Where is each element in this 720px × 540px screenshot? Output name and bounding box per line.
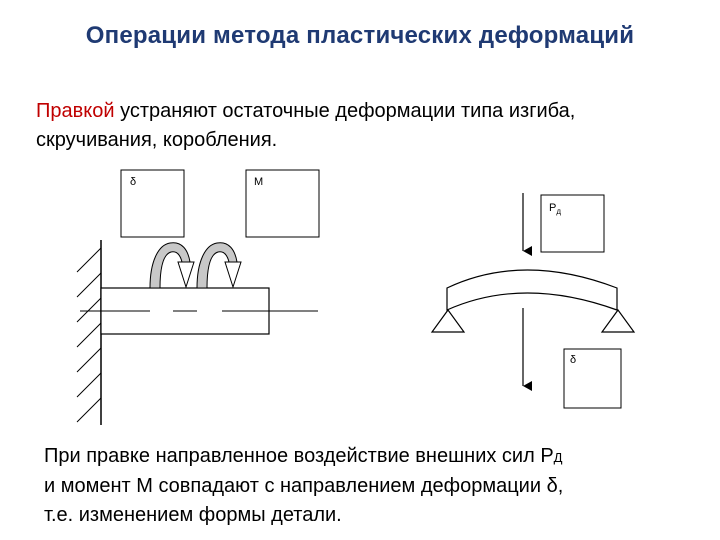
intro-paragraph: Правкой устраняют остаточные деформации … [36,97,696,155]
fixed-wall [76,240,102,425]
force-label-box [540,194,605,253]
page-title: Операции метода пластических деформаций [85,22,635,49]
moment-label-box [245,169,320,238]
outro-line3: т.е. изменением формы детали. [44,504,342,526]
term-highlight: Правкой [36,100,115,122]
outro-line2: и момент М совпадают с направлением дефо… [44,475,564,497]
outro-line1: При правке направленное воздействие внеш… [44,445,554,467]
bending-moment-arrow-icon [196,242,242,289]
delta2-label: δ [570,354,576,366]
bending-moment-arrow-icon [149,242,195,289]
force-label: Рд [549,202,561,216]
intro-line2: скручивания, коробления. [36,129,278,151]
delta-label-box [120,169,185,238]
left-support [430,308,466,333]
right-support [600,308,636,333]
conclusion-paragraph: При правке направленное воздействие внеш… [44,442,694,530]
intro-line1-rest: устраняют остаточные деформации типа изг… [114,100,576,122]
moment-label: М [254,176,263,188]
delta-label: δ [130,176,136,188]
bent-beam [446,269,618,311]
outro-line1-sub: Д [553,450,563,465]
delta2-label-box [563,348,622,409]
